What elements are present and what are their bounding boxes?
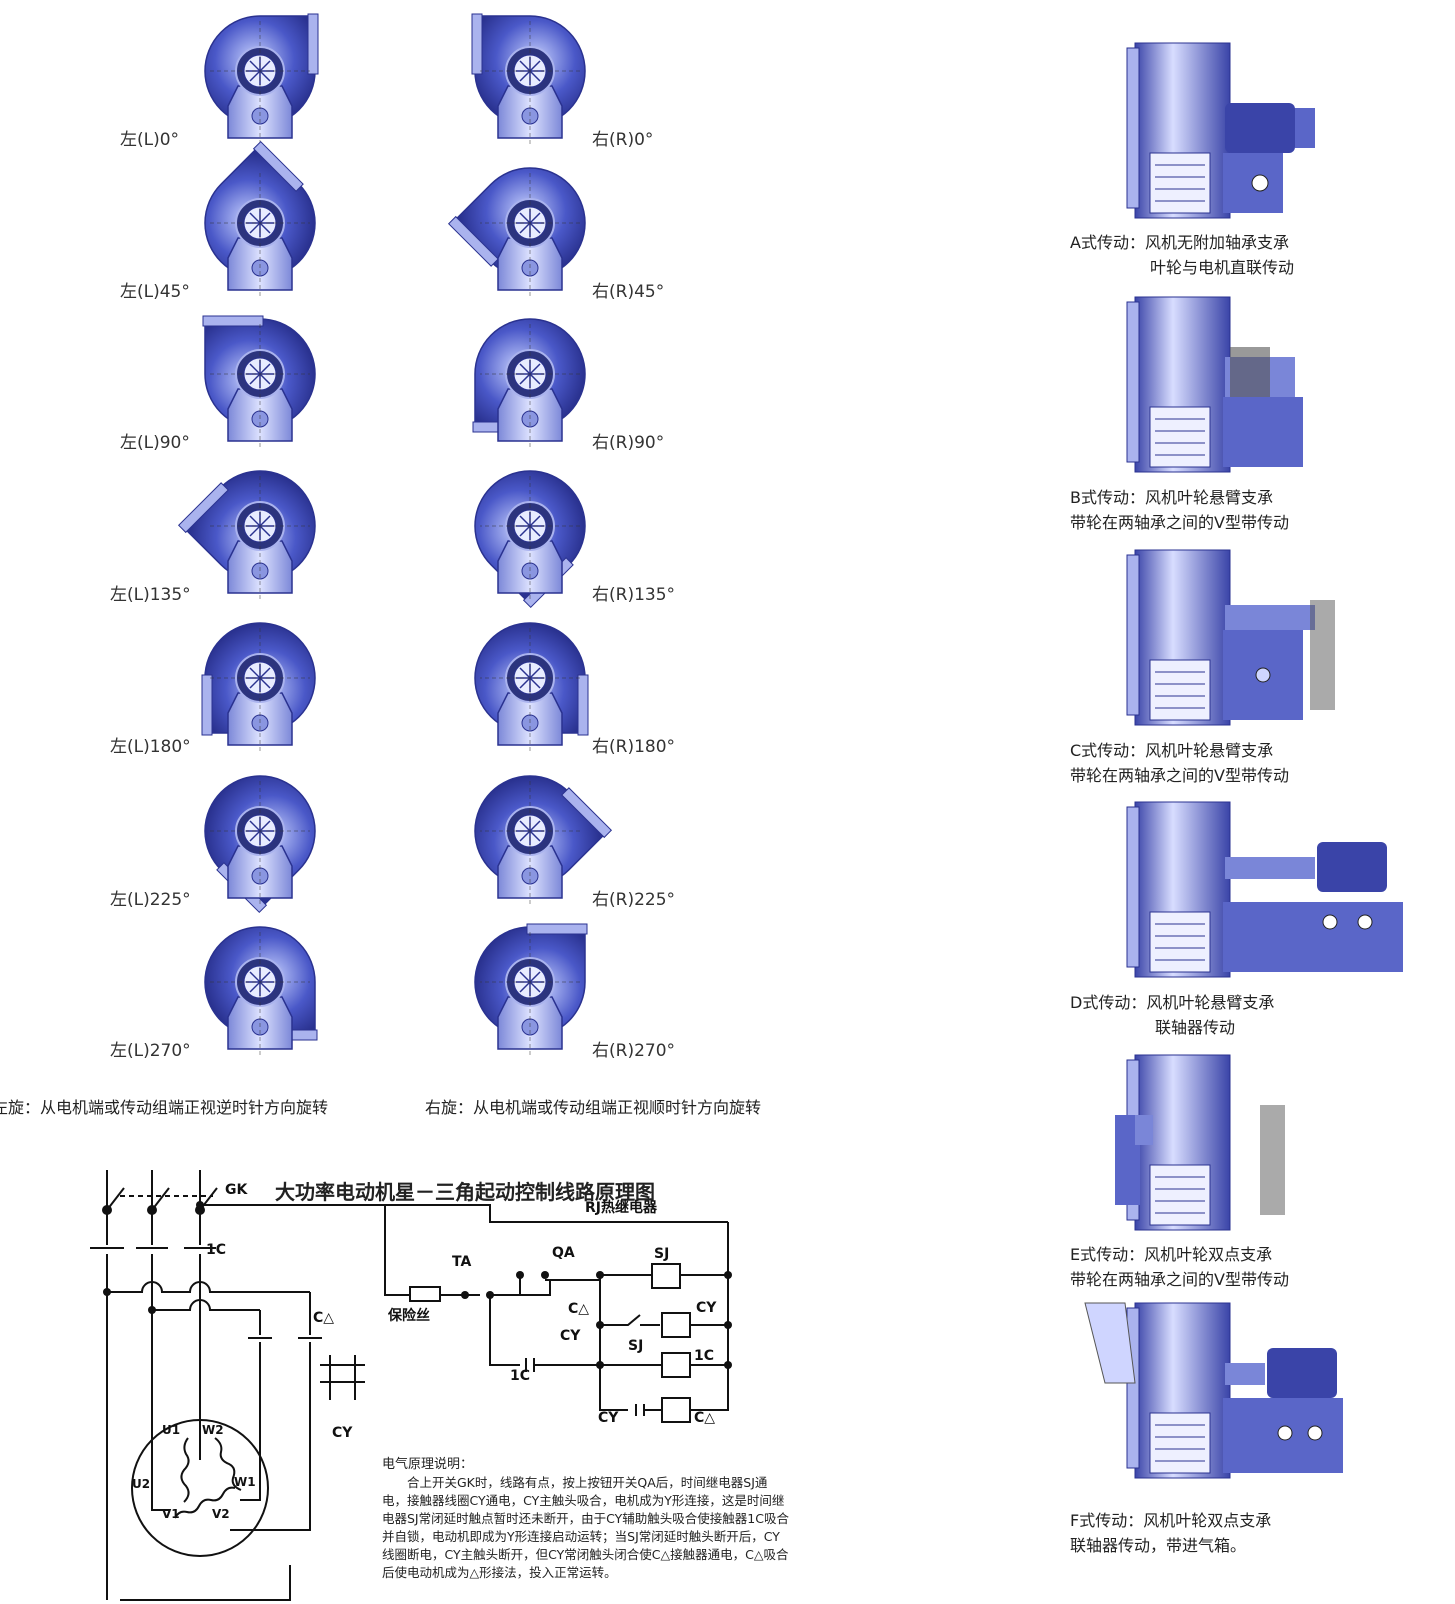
fan-right-label: 右(R)135° [592,585,676,605]
label-v1: V1 [162,1507,180,1521]
label-sj-coil: SJ [654,1246,669,1262]
drive-caption: B式传动：风机叶轮悬臂支承带轮在两轴承之间的V型带传动 [1070,485,1289,535]
fan-right-label: 右(R)0° [592,130,654,150]
label-cdelta-main: C△ [313,1310,334,1326]
label-cy-coil: CY [696,1300,717,1316]
label-ta: TA [452,1254,471,1270]
drive-caption-line2: 联轴器传动 [1155,1018,1236,1037]
label-1c-main: 1C [206,1242,226,1258]
drive-caption-line1: D式传动：风机叶轮悬臂支承 [1070,993,1275,1012]
label-w2: W2 [202,1423,224,1437]
label-1c-coil: 1C [694,1348,714,1364]
drive-caption-line2: 叶轮与电机直联传动 [1150,258,1295,277]
fan-right-270 [450,917,600,1067]
label-u2: U2 [132,1477,150,1491]
fan-left-90 [190,309,340,459]
label-cy-nc: CY [598,1410,619,1426]
description-title: 电气原理说明： [382,1457,474,1472]
right-rotation-note: 右旋：从电机端或传动组端正视顺时针方向旋转 [425,1098,762,1117]
fan-left-45 [190,140,340,308]
fan-right-90 [450,309,600,459]
label-sj-contact: SJ [628,1338,643,1354]
drive-c-illustration [1075,545,1395,734]
label-fuse: 保险丝 [387,1307,430,1324]
fan-left-label: 左(L)270° [110,1041,191,1061]
label-rj: RJ热继电器 [585,1199,658,1216]
drive-f-illustration [1075,1298,1395,1487]
fan-right-225 [450,766,613,916]
drive-caption: C式传动：风机叶轮悬臂支承带轮在两轴承之间的V型带传动 [1070,738,1289,788]
label-cdelta-aux: C△ [568,1301,589,1317]
label-w1: W1 [234,1475,256,1489]
star-delta-circuit-diagram: C B A GK 1C C△ CY RJ热继电器 TA 保险丝 QA SJ C△… [86,1170,732,1601]
circuit-description: 电气原理说明： 合上开关GK时，线路有点，按上按钮开关QA后，时间继电器SJ通电… [382,1456,792,1582]
fan-right-label: 右(R)45° [592,282,665,302]
left-rotation-note: 左旋：从电机端或传动组端正视逆时针方向旋转 [0,1098,329,1117]
drive-caption-line1: F式传动：风机叶轮双点支承 [1070,1511,1272,1530]
drive-caption-line2: 带轮在两轴承之间的V型带传动 [1070,766,1289,785]
fan-left-label: 左(L)225° [110,890,191,910]
drive-caption-line1: B式传动：风机叶轮悬臂支承 [1070,488,1273,507]
label-gk: GK [225,1182,248,1198]
drive-caption-line1: E式传动：风机叶轮双点支承 [1070,1245,1273,1264]
label-cy-aux: CY [560,1328,581,1344]
label-qa: QA [552,1245,575,1261]
fan-left-label: 左(L)135° [110,585,191,605]
drive-b-illustration [1075,292,1395,481]
label-cdelta-coil: C△ [694,1410,715,1426]
fan-left-270 [190,917,340,1067]
label-c: C [86,1170,96,1172]
fan-left-label: 左(L)180° [110,737,191,757]
fan-left-label: 左(L)45° [120,282,190,302]
drive-caption: E式传动：风机叶轮双点支承带轮在两轴承之间的V型带传动 [1070,1242,1289,1292]
label-1c-aux: 1C [510,1368,530,1384]
fan-left-label: 左(L)90° [120,433,190,453]
fan-right-label: 右(R)225° [592,890,676,910]
fan-left-0 [190,6,340,156]
drive-caption: D式传动：风机叶轮悬臂支承联轴器传动 [1070,990,1274,1040]
drive-caption-line1: C式传动：风机叶轮悬臂支承 [1070,741,1274,760]
fan-left-135 [177,461,340,611]
fan-right-135 [450,461,600,611]
fan-left-225 [190,766,340,916]
drive-a-illustration [1075,38,1395,227]
fan-right-180 [450,613,600,763]
drive-d-illustration [1075,797,1403,986]
label-a: A [184,1170,195,1172]
circuit-title: 大功率电动机星－三角起动控制线路原理图 [275,1180,655,1204]
label-v2: V2 [212,1507,230,1521]
drive-caption: A式传动：风机无附加轴承支承叶轮与电机直联传动 [1070,230,1294,280]
label-cy-main: CY [332,1425,353,1441]
drive-caption-line2: 联轴器传动，带进气箱。 [1070,1536,1247,1555]
label-u1: U1 [162,1423,180,1437]
fan-right-label: 右(R)90° [592,433,665,453]
fan-right-label: 右(R)180° [592,737,676,757]
fan-left-180 [190,613,340,763]
label-b: B [136,1170,147,1172]
drive-caption-line2: 带轮在两轴承之间的V型带传动 [1070,513,1289,532]
drive-caption: F式传动：风机叶轮双点支承联轴器传动，带进气箱。 [1070,1508,1271,1558]
drive-caption-line1: A式传动：风机无附加轴承支承 [1070,233,1289,252]
drive-caption-line2: 带轮在两轴承之间的V型带传动 [1070,1270,1289,1289]
fan-left-label: 左(L)0° [120,130,180,150]
fan-right-label: 右(R)270° [592,1041,676,1061]
description-body: 合上开关GK时，线路有点，按上按钮开关QA后，时间继电器SJ通电，接触器线圈CY… [382,1475,789,1580]
drive-e-illustration [1075,1050,1395,1239]
fan-right-45 [447,158,600,308]
fan-right-0 [450,6,600,156]
